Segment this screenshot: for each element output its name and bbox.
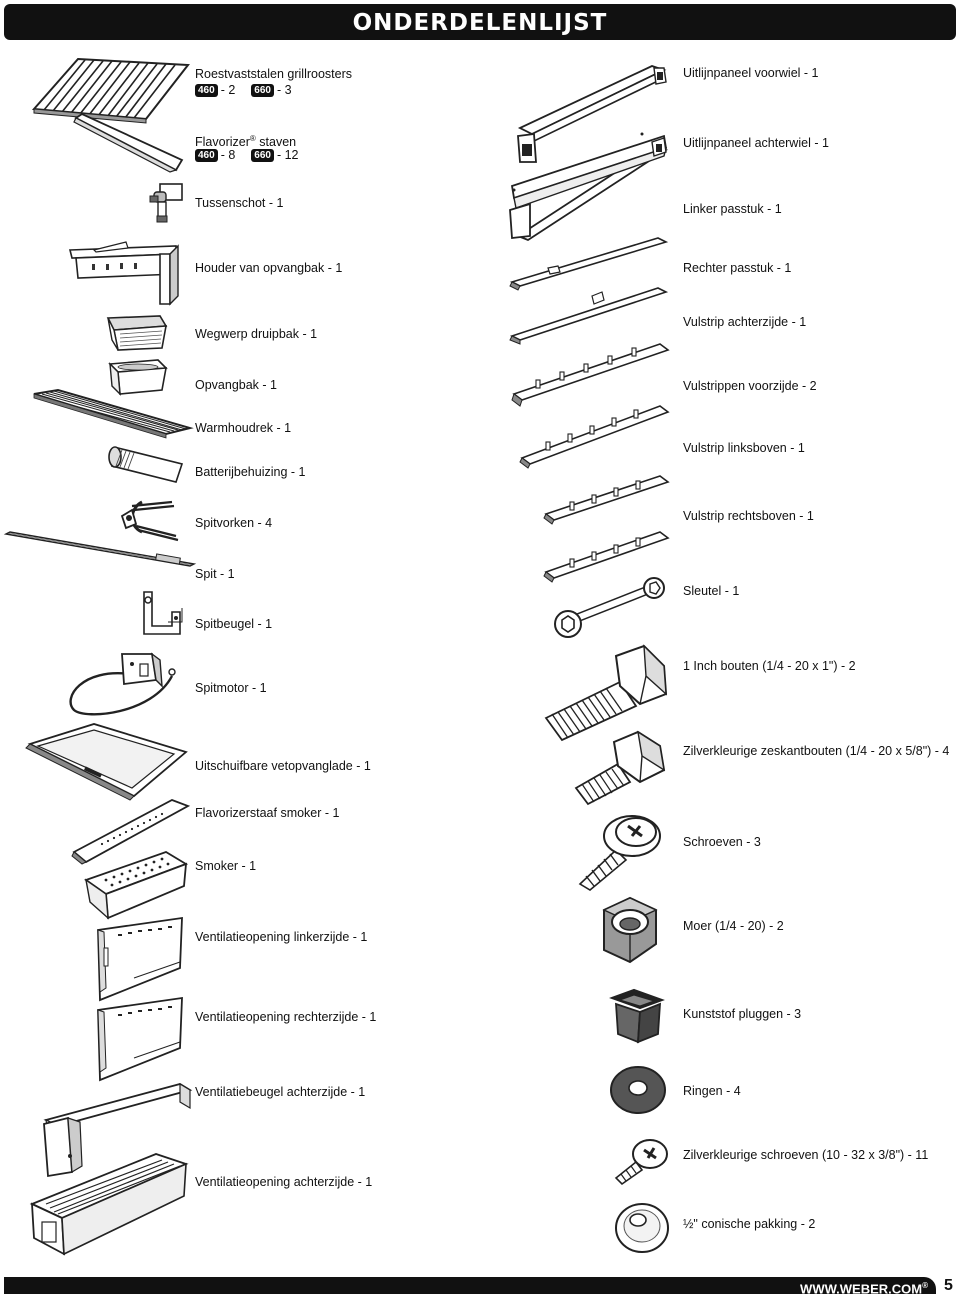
model-badge-460: 460 — [195, 84, 218, 97]
website-link[interactable]: WWW.WEBER.COM® — [800, 1281, 928, 1297]
part-label-smoker: Smoker - 1 — [195, 859, 257, 873]
page-title: ONDERDELENLIJST — [352, 10, 608, 36]
left-adapter-icon — [509, 237, 669, 291]
model-badge-660: 660 — [251, 84, 274, 97]
part-label-grill-grates: Roestvaststalen grillroosters — [195, 67, 353, 81]
conical-gasket-icon — [615, 1203, 669, 1253]
part-label-front-filler-strips: Vulstrippen voorzijde - 2 — [683, 379, 817, 393]
part-label-catch-pan: Opvangbak - 1 — [195, 378, 277, 392]
inch-bolt-icon — [544, 644, 668, 742]
part-label-hex-bolts: Zilverkleurige zeskantbouten (1/4 - 20 x… — [683, 744, 950, 758]
part-label-rear-vent-bracket: Ventilatiebeugel achterzijde - 1 — [195, 1085, 366, 1099]
filler-strip-icon — [543, 531, 670, 583]
part-label-spit-forks: Spitvorken - 4 — [195, 516, 273, 530]
part-label-smoker-flavorizer-bar: Flavorizerstaaf smoker - 1 — [195, 806, 340, 820]
front-filler-strip-icon — [511, 343, 670, 407]
part-label-warming-rack: Warmhoudrek - 1 — [195, 421, 292, 435]
left-vent-icon — [97, 916, 183, 1002]
part-label-rear-filler-strip: Vulstrip achterzijde - 1 — [683, 315, 807, 329]
spit-motor-icon — [69, 652, 176, 716]
part-label-left-adapter: Linker passtuk - 1 — [683, 202, 782, 216]
part-label-nut: Moer (1/4 - 20) - 2 — [683, 919, 784, 933]
disposable-drip-pan-icon — [106, 315, 168, 351]
grill-grate-icon — [31, 57, 190, 124]
smoker-box-icon — [84, 851, 189, 920]
nut-icon — [602, 896, 658, 964]
page-number: 5 — [944, 1277, 953, 1294]
part-label-conical-gasket: ½" conische pakking - 2 — [683, 1217, 816, 1231]
part-label-heat-deflector: Tussenschot - 1 — [195, 196, 284, 210]
part-label-disposable-drip-pan: Wegwerp druipbak - 1 — [195, 327, 318, 341]
part-label-washers: Ringen - 4 — [683, 1084, 741, 1098]
hex-bolt-icon — [574, 730, 666, 806]
catch-pan-icon — [108, 359, 168, 396]
wrench-icon — [554, 577, 665, 638]
warming-rack-icon — [33, 388, 194, 439]
part-label-left-vent: Ventilatieopening linkerzijde - 1 — [195, 930, 368, 944]
plastic-plug-icon — [609, 988, 665, 1044]
right-adapter-icon — [509, 287, 669, 345]
part-label-right-adapter: Rechter passtuk - 1 — [683, 261, 792, 275]
flavorizer-bar-icon — [73, 112, 184, 173]
rear-vent-bracket-icon — [43, 1082, 193, 1178]
spit-bracket-icon — [143, 591, 183, 635]
page-header: ONDERDELENLIJST — [4, 4, 956, 40]
part-label-top-right-filler-strip: Vulstrip rechtsboven - 1 — [683, 509, 814, 523]
grease-tray-icon — [25, 723, 188, 801]
model-badge-660: 660 — [251, 149, 274, 162]
part-label-top-left-filler-strip: Vulstrip linksboven - 1 — [683, 441, 805, 455]
part-label-rear-wheel-panel: Uitlijnpaneel achterwiel - 1 — [683, 136, 829, 150]
part-label-inch-bolts: 1 Inch bouten (1/4 - 20 x 1") - 2 — [683, 659, 856, 673]
part-label-plastic-plugs: Kunststof pluggen - 3 — [683, 1007, 802, 1021]
part-label-flavorizer-bars: Flavorizer® staven — [195, 134, 297, 150]
part-label-battery-housing: Batterijbehuizing - 1 — [195, 465, 306, 479]
part-label-spit-motor: Spitmotor - 1 — [195, 681, 267, 695]
catch-pan-holder-icon — [68, 241, 179, 306]
part-label-wrench: Sleutel - 1 — [683, 584, 740, 598]
part-label-grease-tray: Uitschuifbare vetopvanglade - 1 — [195, 759, 371, 773]
rear-vent-icon — [29, 1153, 189, 1256]
part-label-front-wheel-panel: Uitlijnpaneel voorwiel - 1 — [683, 66, 819, 80]
smoker-flavorizer-bar-icon — [71, 799, 191, 865]
washer-icon — [610, 1066, 666, 1114]
rear-wheel-panel-icon — [509, 134, 668, 239]
footer-bar: WWW.WEBER.COM® — [4, 1277, 936, 1297]
part-label-silver-screws: Zilverkleurige schroeven (10 - 32 x 3/8"… — [683, 1148, 929, 1162]
right-vent-icon — [97, 996, 183, 1082]
part-label-catch-pan-holder: Houder van opvangbak - 1 — [195, 261, 343, 275]
heat-deflector-icon — [149, 183, 183, 223]
part-label-spit: Spit - 1 — [195, 567, 235, 581]
model-badge-460: 460 — [195, 149, 218, 162]
screw-icon — [578, 815, 661, 891]
spit-rod-icon — [3, 531, 197, 567]
top-right-filler-strip-icon — [543, 475, 670, 525]
battery-housing-icon — [108, 446, 184, 483]
part-label-right-vent: Ventilatieopening rechterzijde - 1 — [195, 1010, 377, 1024]
part-label-rear-vent: Ventilatieopening achterzijde - 1 — [195, 1175, 373, 1189]
silver-screw-icon — [614, 1139, 668, 1186]
spit-fork-icon — [120, 500, 179, 542]
part-label-screws: Schroeven - 3 — [683, 835, 761, 849]
top-left-filler-strip-icon — [519, 405, 670, 469]
part-label-spit-bracket: Spitbeugel - 1 — [195, 617, 273, 631]
